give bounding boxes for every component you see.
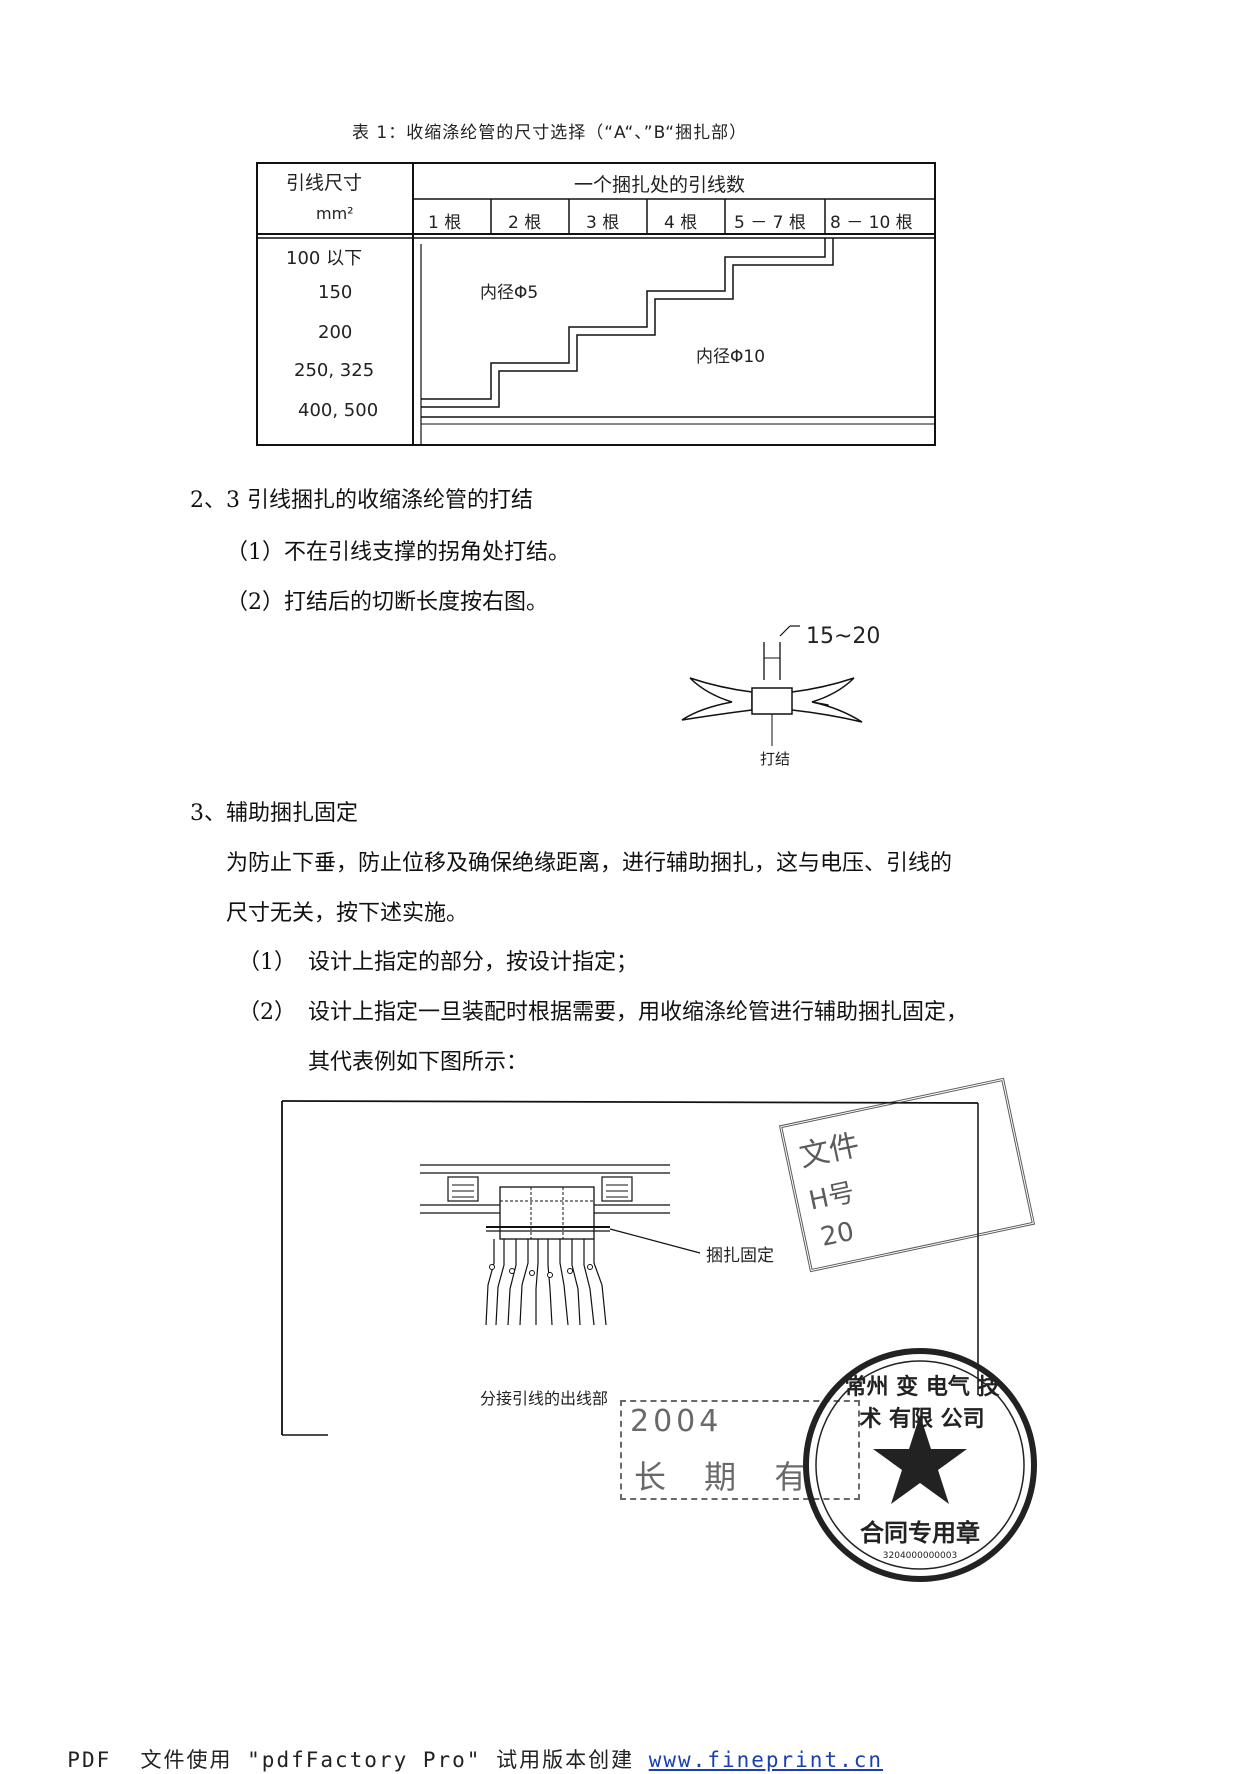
table-title: 表 1：收缩涤纶管的尺寸选择（“A“、”B“捆扎部） xyxy=(352,123,748,143)
footer-link[interactable]: www.fineprint.cn xyxy=(648,1748,884,1772)
row-250-325: 250, 325 xyxy=(294,360,375,381)
label-inner-10: 内径Φ10 xyxy=(696,347,766,367)
col-1: 1 根 xyxy=(428,213,462,233)
bind-fix-label: 捆扎固定 xyxy=(706,1246,774,1266)
section3-item1-number: （1） xyxy=(238,950,296,975)
section2-item2: （2）打结后的切断长度按右图。 xyxy=(226,590,548,615)
section3-para-line1: 为防止下垂，防止位移及确保绝缘距离，进行辅助捆扎，这与电压、引线的 xyxy=(226,851,953,876)
header-unit: mm² xyxy=(316,204,354,223)
col-5-7: 5 － 7 根 xyxy=(734,213,806,233)
knot-figure: 15~20 打结 xyxy=(680,618,900,776)
seal-number: 3204000000003 xyxy=(882,1551,958,1561)
section2-item1: （1）不在引线支撑的拐角处打结。 xyxy=(226,540,570,565)
row-100: 100 以下 xyxy=(286,248,363,269)
tap-lead-drawing xyxy=(281,1100,979,1436)
section3-heading: 3、辅助捆扎固定 xyxy=(190,801,358,826)
header-wire-size: 引线尺寸 xyxy=(286,172,363,194)
company-seal-graphic xyxy=(803,1348,1037,1582)
section3-item1-text: 设计上指定的部分，按设计指定； xyxy=(308,950,639,975)
row-150: 150 xyxy=(318,282,353,303)
figure-caption: 分接引线的出线部 xyxy=(480,1389,609,1408)
validity-stamp: 2004 长 期 有 xyxy=(620,1400,860,1500)
table-grid xyxy=(256,162,936,446)
knot-label: 打结 xyxy=(760,750,791,768)
row-400-500: 400, 500 xyxy=(298,400,379,421)
header-wire-count: 一个捆扎处的引线数 xyxy=(574,174,746,196)
seal-contract-label: 合同专用章 xyxy=(860,1519,980,1547)
section3-item2-number: （2） xyxy=(238,1000,296,1025)
wire-size-table: 引线尺寸 mm² 一个捆扎处的引线数 1 根 2 根 3 根 4 根 5 － 7… xyxy=(256,162,936,446)
row-200: 200 xyxy=(318,322,353,343)
section3-item2-continued: 其代表例如下图所示： xyxy=(308,1050,529,1075)
company-seal: 常州 变 电气 技术 有限 公司 合同专用章 3204000000003 xyxy=(800,1345,1040,1585)
knot-drawing xyxy=(681,625,863,746)
col-2: 2 根 xyxy=(508,213,542,233)
section3-para-line2: 尺寸无关，按下述实施。 xyxy=(226,901,469,926)
col-3: 3 根 xyxy=(586,213,620,233)
col-4: 4 根 xyxy=(664,213,698,233)
section2-heading: 2、3 引线捆扎的收缩涤纶管的打结 xyxy=(190,488,533,513)
seal-company-name: 常州 变 电气 技术 有限 公司 xyxy=(844,1375,1000,1432)
footer-text: PDF 文件使用 "pdfFactory Pro" 试用版本创建 xyxy=(67,1748,649,1772)
pdf-footer: PDF 文件使用 "pdfFactory Pro" 试用版本创建 www.fin… xyxy=(38,1720,883,1774)
validity-stamp-date: 2004 xyxy=(630,1404,723,1439)
knot-dimension: 15~20 xyxy=(806,624,881,649)
col-8-10: 8 － 10 根 xyxy=(830,213,913,233)
label-inner-5: 内径Φ5 xyxy=(480,283,539,303)
section3-item2-text: 设计上指定一旦装配时根据需要，用收缩涤纶管进行辅助捆扎固定， xyxy=(308,1000,969,1025)
validity-stamp-term: 长 期 有 xyxy=(634,1458,821,1496)
tap-lead-figure: 捆扎固定 分接引线的出线部 xyxy=(280,1095,980,1455)
